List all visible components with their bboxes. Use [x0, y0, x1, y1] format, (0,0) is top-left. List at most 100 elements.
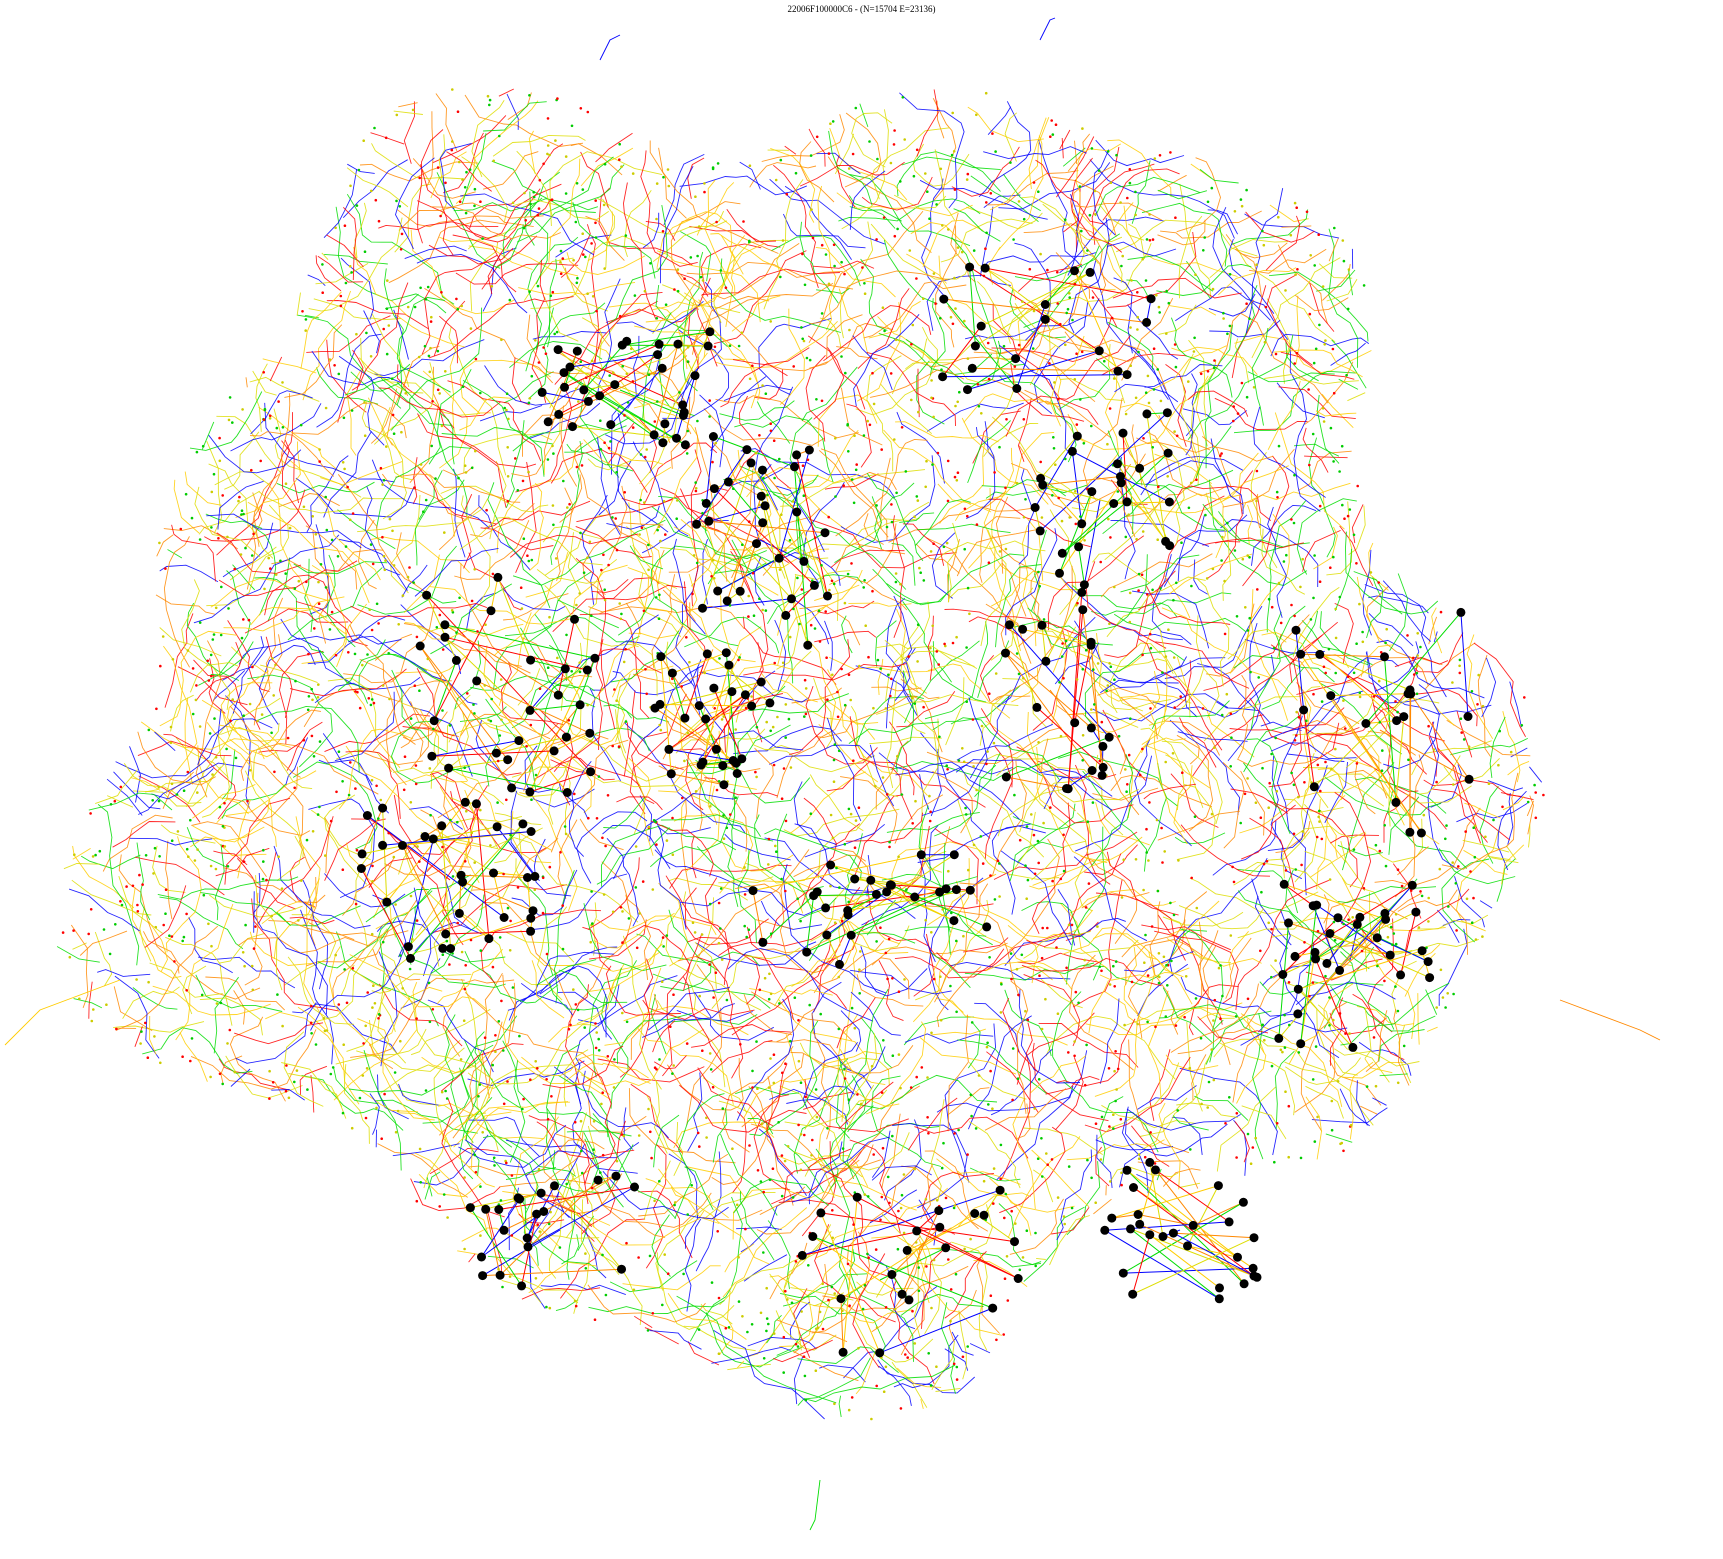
graph-edge — [760, 496, 787, 616]
graph-edge — [1426, 1026, 1438, 1032]
graph-edge — [927, 663, 1011, 719]
graph-edge — [727, 948, 874, 1022]
graph-edge — [385, 293, 419, 309]
graph-edge — [888, 490, 1007, 543]
graph-edge — [838, 1081, 894, 1130]
graph-edge — [322, 733, 390, 814]
graph-node — [1193, 815, 1197, 818]
graph-node — [505, 798, 508, 802]
graph-edge — [1345, 769, 1388, 799]
graph-edge — [1348, 505, 1366, 556]
graph-edge — [890, 761, 1045, 781]
graph-node — [777, 1121, 780, 1124]
graph-edge — [782, 213, 866, 249]
graph-edge — [391, 720, 471, 784]
graph-node — [1233, 549, 1237, 552]
graph-node — [748, 377, 752, 381]
graph-edge — [719, 400, 795, 421]
graph-edge — [1360, 1105, 1378, 1115]
graph-node — [1125, 790, 1128, 793]
graph-edge — [1006, 736, 1110, 778]
graph-edge — [963, 773, 1045, 858]
graph-node — [1170, 959, 1173, 963]
graph-node — [1297, 1051, 1301, 1054]
graph-edge — [1104, 496, 1163, 561]
graph-node — [388, 697, 391, 701]
graph-node — [1149, 1131, 1152, 1134]
graph-edge — [597, 437, 621, 535]
graph-edge — [1179, 1182, 1201, 1188]
graph-edge — [1188, 339, 1207, 418]
graph-edge — [1356, 924, 1401, 976]
graph-node — [522, 537, 526, 540]
graph-edge — [916, 89, 939, 157]
graph-node — [473, 861, 477, 864]
graph-edge — [805, 685, 878, 765]
graph-edge — [869, 854, 955, 911]
graph-edge — [904, 825, 930, 892]
graph-edge — [563, 372, 664, 444]
graph-node — [1311, 981, 1315, 984]
graph-edge — [429, 1147, 499, 1175]
graph-edge — [590, 235, 599, 364]
graph-edge — [1067, 133, 1091, 172]
graph-edge — [817, 394, 878, 447]
graph-node — [1100, 1115, 1104, 1119]
graph-edge — [1274, 1050, 1295, 1130]
graph-edge — [836, 346, 878, 360]
graph-edge — [727, 1363, 771, 1371]
graph-node — [1239, 198, 1243, 201]
graph-node — [715, 220, 718, 224]
graph-node — [744, 1227, 747, 1231]
graph-node — [1244, 606, 1247, 609]
graph-edge — [997, 135, 1044, 251]
graph-edge — [1304, 850, 1387, 911]
graph-node — [1164, 1015, 1168, 1018]
graph-node — [1147, 401, 1151, 405]
graph-node — [615, 699, 618, 702]
graph-node — [386, 279, 389, 282]
graph-edge — [420, 164, 454, 256]
graph-node — [573, 1120, 577, 1124]
graph-node — [184, 492, 188, 496]
graph-node — [1172, 598, 1175, 602]
graph-node — [904, 1353, 907, 1356]
graph-node — [953, 276, 956, 280]
graph-node — [365, 331, 368, 335]
graph-node — [1276, 496, 1279, 499]
graph-node — [988, 956, 991, 959]
graph-edge — [703, 1191, 776, 1220]
graph-edge — [335, 931, 439, 1027]
graph-edge — [932, 685, 1021, 731]
graph-node — [377, 219, 381, 223]
graph-node — [395, 199, 398, 203]
graph-node — [528, 94, 531, 97]
graph-edge — [1008, 838, 1060, 951]
graph-node — [810, 208, 813, 211]
graph-edge — [1144, 744, 1211, 789]
graph-edge — [904, 640, 980, 723]
graph-node — [350, 409, 354, 412]
graph-edge — [299, 1065, 328, 1096]
graph-edge — [276, 481, 375, 494]
graph-node — [1314, 347, 1318, 351]
graph-edge — [1090, 642, 1103, 776]
graph-edge — [422, 370, 468, 469]
graph-node — [1189, 1148, 1192, 1151]
graph-edge — [208, 434, 302, 474]
graph-edge — [933, 540, 1046, 563]
graph-edge — [536, 1121, 635, 1159]
graph-node — [351, 966, 355, 970]
graph-edge — [460, 193, 595, 256]
graph-node — [262, 848, 265, 852]
graph-node — [1100, 720, 1104, 724]
graph-node — [1372, 695, 1376, 698]
graph-edge — [486, 1206, 503, 1277]
graph-edge — [225, 695, 251, 809]
graph-edge — [1496, 858, 1516, 902]
graph-edge — [455, 263, 579, 285]
graph-edge — [670, 1186, 720, 1224]
graph-edge — [522, 414, 584, 457]
graph-edge — [1268, 722, 1340, 788]
graph-edge — [1101, 1104, 1197, 1129]
